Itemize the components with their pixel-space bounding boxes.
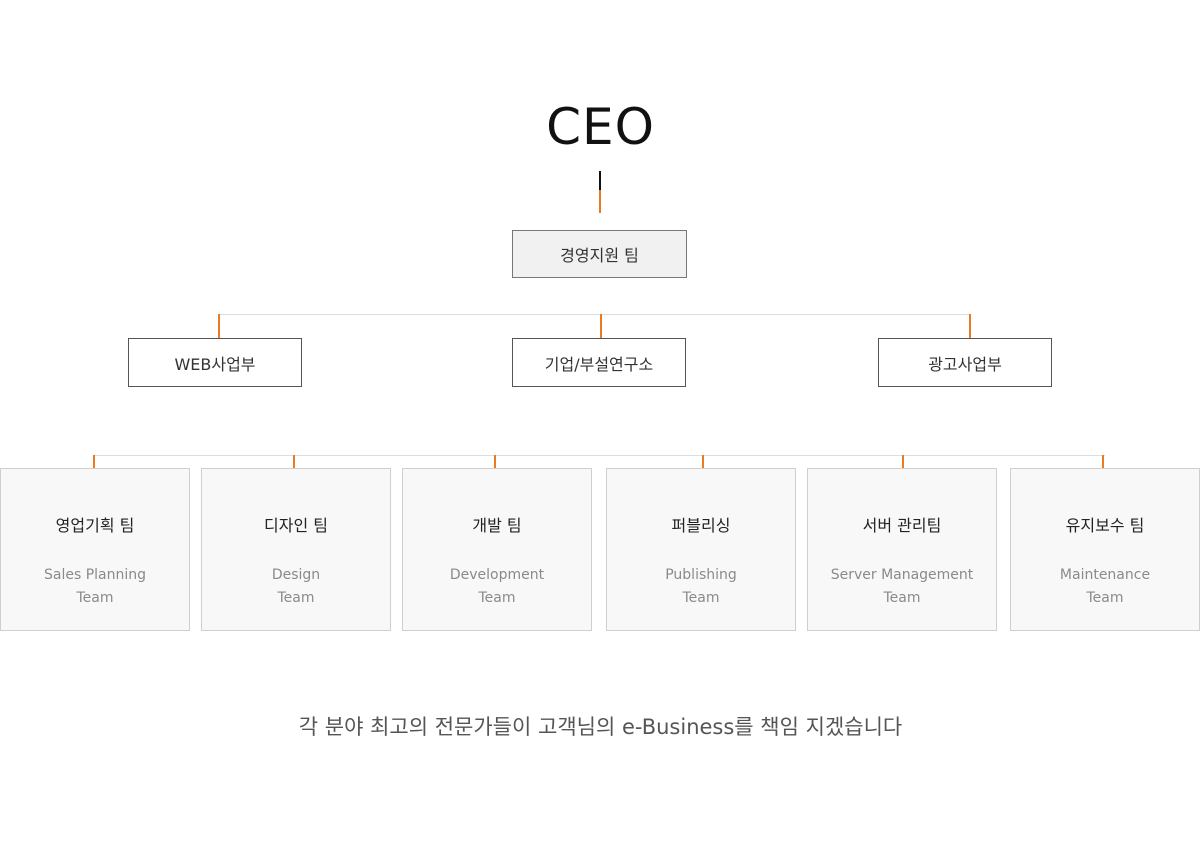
team-card-publishing: 퍼블리싱 Publishing Team [606,468,796,631]
division-label: 광고사업부 [928,354,1002,374]
support-team-box: 경영지원 팀 [512,230,687,278]
support-team-label: 경영지원 팀 [560,246,639,265]
team-name-en-line1: Publishing [665,567,737,583]
team-name-en-line2: Team [883,590,921,606]
team-name-en-line1: Sales Planning [43,567,147,583]
division-tick [969,314,971,338]
ceo-title: CEO [546,98,655,156]
team-tick [702,455,704,479]
team-name-en-line1: Development [449,567,545,583]
team-name-ko: 유지보수 팀 [1065,516,1145,535]
team-name-en: Development Team [403,564,591,610]
team-card-sales-planning: 영업기획 팀 Sales Planning Team [0,468,190,631]
tagline: 각 분야 최고의 전문가들이 고객님의 e-Business를 책임 지겠습니다 [298,715,903,739]
team-name-ko: 디자인 팀 [264,516,328,535]
team-card-server-management: 서버 관리팀 Server Management Team [807,468,997,631]
team-name-en: Design Team [202,564,390,610]
team-tick [93,455,95,479]
division-box-web: WEB사업부 [128,338,302,387]
team-card-maintenance: 유지보수 팀 Maintenance Team [1010,468,1200,631]
team-name-ko: 서버 관리팀 [862,516,942,535]
team-tick [1102,455,1104,479]
division-label: 기업/부설연구소 [544,354,654,374]
team-name-en-line2: Team [1086,590,1124,606]
team-tick [494,455,496,479]
team-tick [293,455,295,479]
team-name-en: Maintenance Team [1011,564,1199,610]
team-name-en-line1: Design [271,567,321,583]
team-name-en-line2: Team [76,590,114,606]
team-name-ko: 영업기획 팀 [55,516,135,535]
team-name-en: Server Management Team [808,564,996,610]
division-label: WEB사업부 [174,354,256,374]
team-name-en-line2: Team [682,590,720,606]
team-card-design: 디자인 팀 Design Team [201,468,391,631]
division-tick [218,314,220,338]
team-name-en: Sales Planning Team [1,564,189,610]
team-tick [902,455,904,479]
team-connector-line [93,455,1105,456]
team-name-en-line1: Maintenance [1059,567,1151,583]
team-name-en-line1: Server Management [830,567,974,583]
division-tick [600,314,602,338]
division-box-ads: 광고사업부 [878,338,1052,387]
ceo-connector [599,171,601,190]
team-name-ko: 퍼블리싱 [671,516,731,535]
team-name-en-line2: Team [277,590,315,606]
team-name-en: Publishing Team [607,564,795,610]
team-name-en-line2: Team [478,590,516,606]
team-name-ko: 개발 팀 [472,516,522,535]
ceo-support-connector [599,190,601,213]
team-card-development: 개발 팀 Development Team [402,468,592,631]
division-connector-line [218,314,971,315]
division-box-research: 기업/부설연구소 [512,338,686,387]
